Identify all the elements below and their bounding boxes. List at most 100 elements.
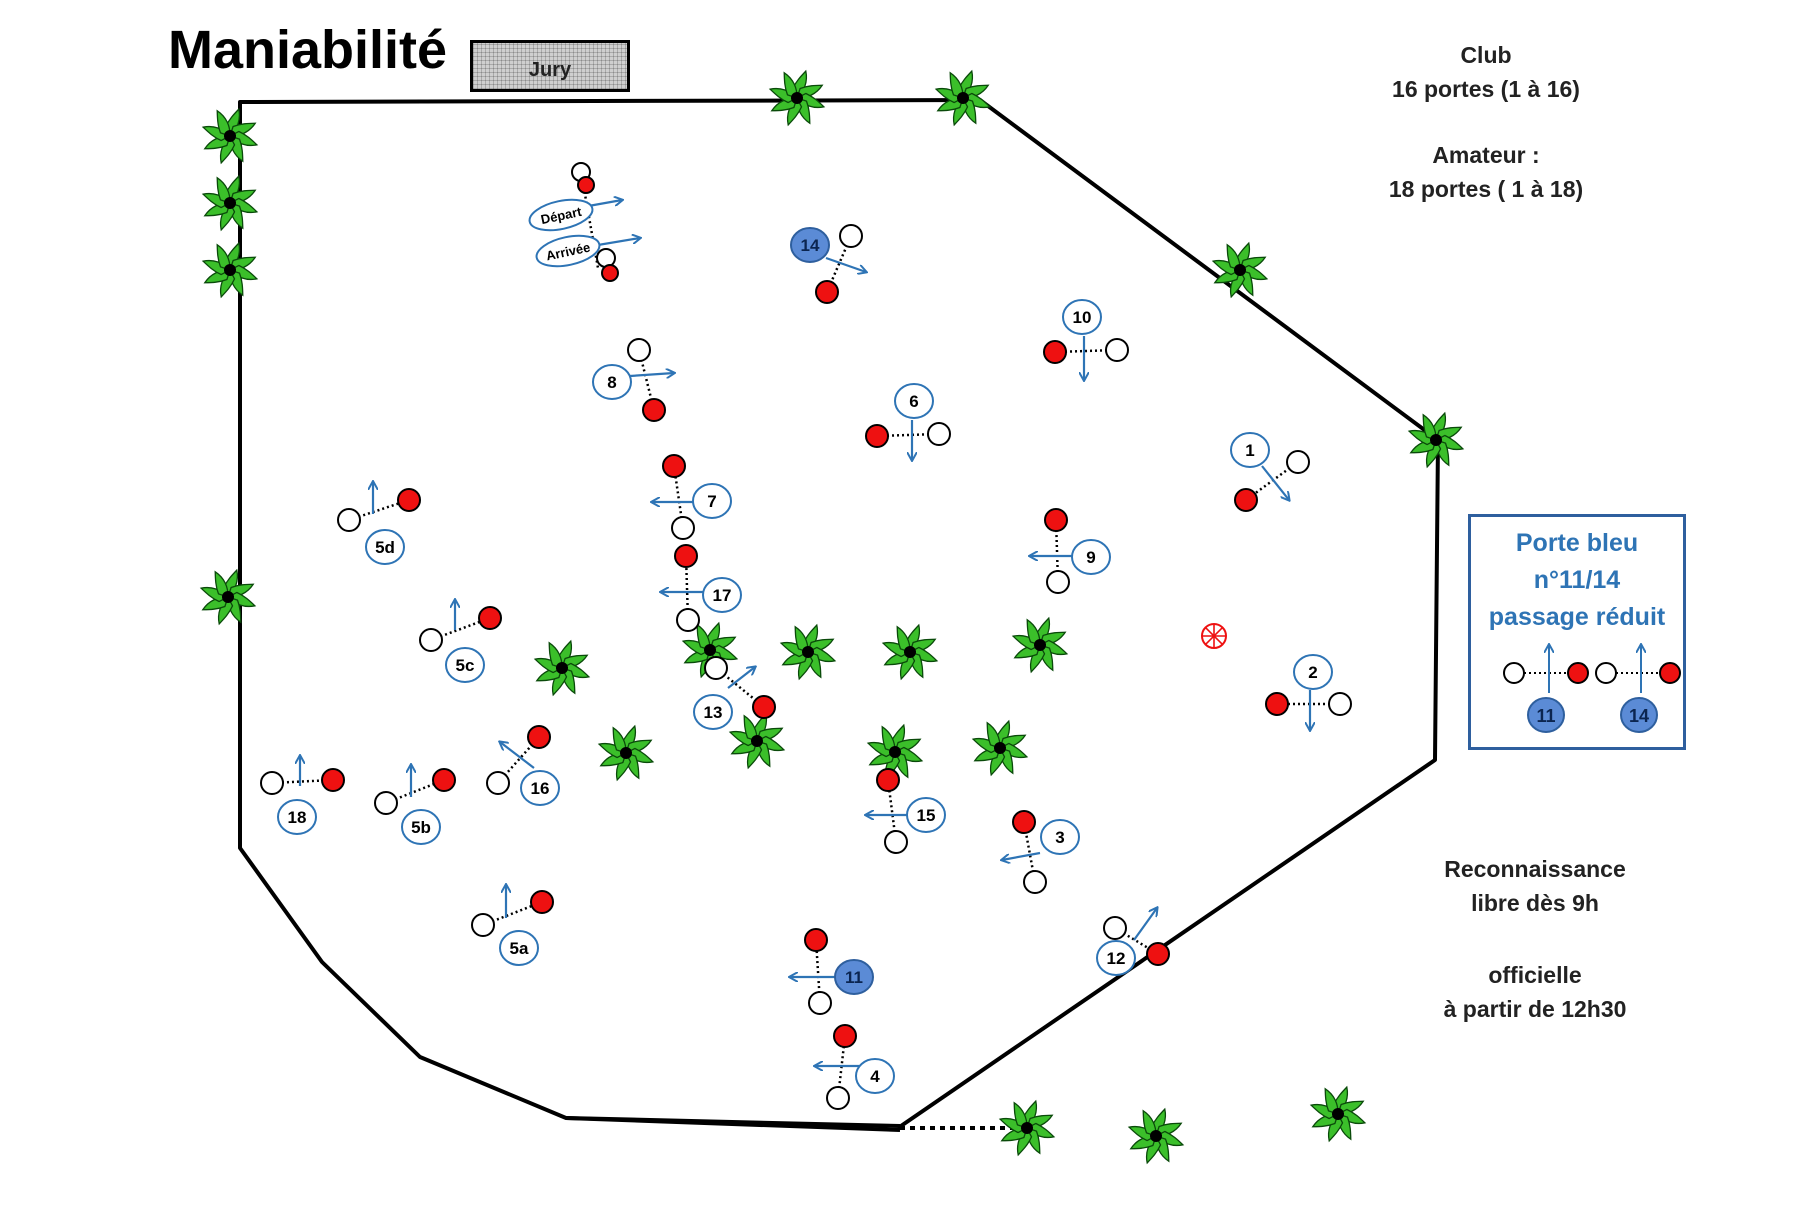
gate-number-marker [1230,432,1270,468]
cone-white [260,771,284,795]
legend-cone-white [1595,662,1617,684]
cone-white [1023,870,1047,894]
gate-number-marker [520,770,560,806]
legend-gate-marker [1620,697,1658,733]
gate-number-marker [277,799,317,835]
gate: 4 [815,1024,895,1110]
gate: 2 [1265,654,1352,730]
gate-number-marker [499,930,539,966]
schedule-info: Reconnaissance libre dès 9h officielle à… [1400,852,1670,1026]
gate-number-marker [1040,819,1080,855]
palm-plant-icon [201,174,259,232]
palm-plant-icon [934,69,992,127]
cone-red [865,424,889,448]
cone-white [419,628,443,652]
cone-red [601,264,619,282]
gate-number-label: 5d [375,538,395,557]
cone-red [321,768,345,792]
cone-red [642,398,666,422]
gate-number-label: 8 [607,373,616,392]
gate: 11 [790,928,874,1015]
cone-red [1146,942,1170,966]
gate-number-marker [693,694,733,730]
legend-cone-white [1503,662,1525,684]
gate: 14 [790,224,866,304]
palm-plant-icon [1127,1107,1185,1165]
gate: 7 [652,454,732,540]
gate-number-label: 10 [1073,308,1092,327]
cone-white [808,991,832,1015]
palm-plant-icon [199,568,257,626]
palm-plant-icon [1011,616,1069,674]
gate-number-label: 3 [1055,828,1064,847]
cone-red [804,928,828,952]
cone-white [1105,338,1129,362]
gate-number-marker [702,577,742,613]
jury-box: Jury [470,40,630,92]
cone-white [884,830,908,854]
palm-plant-icon [1309,1085,1367,1143]
gate-number-label: 13 [704,703,723,722]
amateur-detail: 18 portes ( 1 à 18) [1388,176,1584,202]
cone-white [1046,570,1070,594]
cone-white [486,771,510,795]
finish-label-bubble [535,234,601,268]
legend-line-2: n°11/14 [1533,566,1621,594]
gate-number-label: 12 [1107,949,1126,968]
blue-gate-legend: Porte bleu n°11/14 passage réduit 11 14 [1468,514,1686,750]
solid-bottom-edge [565,1116,901,1128]
cone-white [627,338,651,362]
legend-cone-red [1659,662,1681,684]
palm-plant-icon [201,107,259,165]
cone-red [577,176,595,194]
cone-red [478,606,502,630]
palm-plant-icon [881,623,939,681]
cone-red [815,280,839,304]
gate-number-marker [1096,940,1136,976]
cone-red [674,544,698,568]
course-boundary [238,98,1440,1132]
cone-red [530,890,554,914]
gate: 5c [419,600,502,683]
gate-number-label: 18 [288,808,307,827]
gate: 5b [374,765,456,845]
cone-white [337,508,361,532]
gate: 10 [1043,299,1129,380]
gate-number-marker [894,383,934,419]
cone-red [1043,340,1067,364]
gate: 9 [1030,508,1111,594]
gate-number-label: 16 [531,779,550,798]
gate-number-label: 5a [510,939,529,958]
gate-number-label: 9 [1086,548,1095,567]
legend-cone-red [1567,662,1589,684]
gate-direction-arrow [629,373,674,376]
palm-plant-icon [597,724,655,782]
cone-white [1328,692,1352,716]
cone-red [1044,508,1068,532]
palm-plant-icon [866,723,924,781]
cone-red [432,768,456,792]
gate-number-marker [1071,539,1111,575]
gate-number-marker [1293,654,1333,690]
gate-number-marker [445,647,485,683]
gate: 13 [693,656,776,730]
gate-number-label: 6 [909,392,918,411]
palm-plant-icon [971,719,1029,777]
gate-direction-arrow [1133,908,1157,941]
gate-number-marker [692,483,732,519]
gate: 5d [337,482,421,565]
jury-label: Jury [528,58,572,81]
gate-number-label: 14 [801,236,820,255]
club-title: Club [1460,42,1512,68]
schedule-line-1: Reconnaissance [1444,856,1626,882]
cone-white [826,1086,850,1110]
gate: 15 [866,768,946,854]
cone-red [1265,692,1289,716]
gate: 6 [865,383,951,460]
gate-number-label: 17 [713,586,732,605]
gate-number-marker [834,959,874,995]
gate-number-marker [790,227,830,263]
gate-number-label: 1 [1245,441,1254,460]
